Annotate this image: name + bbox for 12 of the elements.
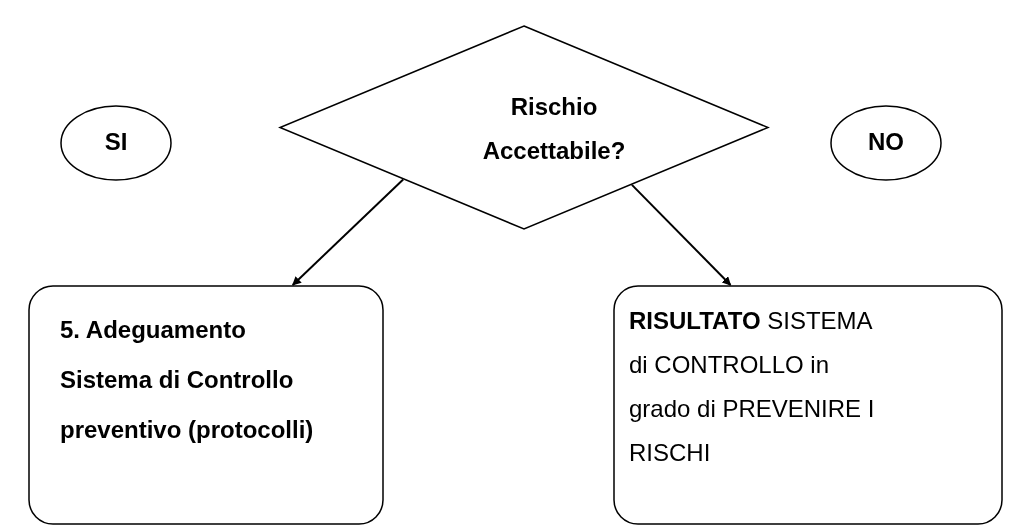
node-text: RISULTATO SISTEMA di CONTROLLO in grado di PREVENIRE I RISCHI	[629, 306, 876, 468]
arrow	[291, 178, 405, 286]
node-text: 5. Adeguamento Sistema di Controllo preventivo (protocolli)	[60, 315, 315, 445]
node-text: SI	[103, 127, 129, 157]
node-text: Rischio Accettabile?	[481, 92, 627, 166]
result-box	[613, 285, 1003, 525]
answer-oval	[830, 105, 942, 181]
process-box	[28, 285, 384, 525]
decision-diamond	[279, 25, 769, 230]
answer-oval	[60, 105, 172, 181]
node-text: NO	[867, 127, 905, 157]
arrow	[630, 183, 732, 286]
